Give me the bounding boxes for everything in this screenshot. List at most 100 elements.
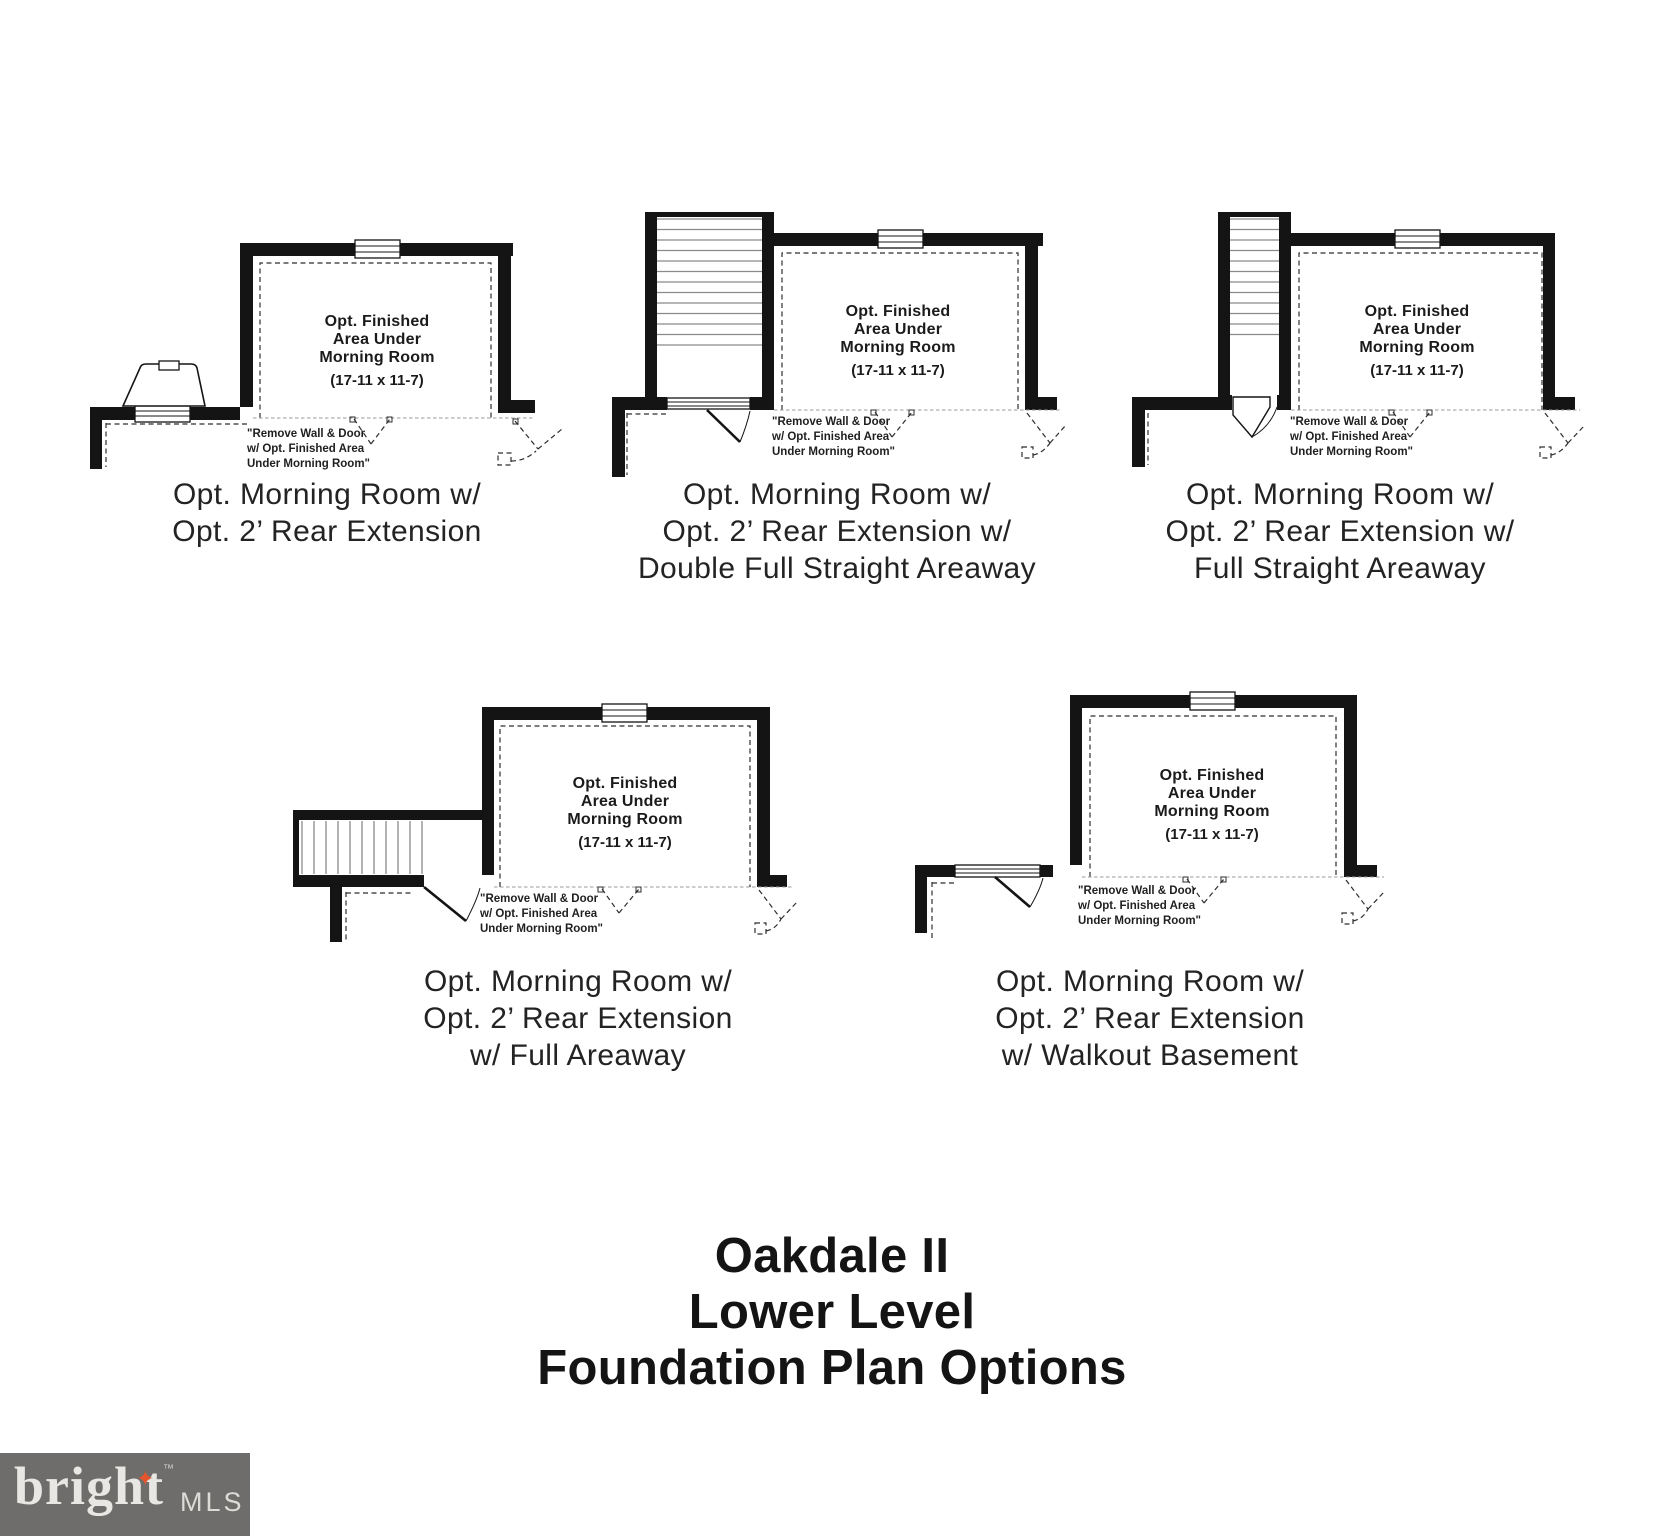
svg-text:Under Morning Room": Under Morning Room" (772, 446, 895, 458)
walkout-slider-icon (954, 864, 1041, 878)
optional-extension-dashed (345, 892, 411, 940)
caption-line: Opt. Morning Room w/ (995, 965, 1305, 998)
floorplan-full-areaway: Opt. Finished Area Under Morning Room (1… (293, 703, 799, 942)
room-inner-dashed (781, 252, 1019, 410)
areaway-bulkhead-icon (121, 360, 206, 407)
caption-full-straight-areaway: Opt. Morning Room w/ Opt. 2’ Rear Extens… (1165, 476, 1514, 587)
logo-brand-text: bright (14, 1456, 165, 1516)
floorplan-rear-extension: Opt. Finished Area Under Morning Room (1… (90, 239, 563, 470)
logo-mls-text: MLS (180, 1487, 245, 1517)
svg-text:(17-11 x 11-7): (17-11 x 11-7) (851, 362, 944, 379)
svg-text:w/ Opt. Finished Area: w/ Opt. Finished Area (479, 908, 598, 920)
room-inner-dashed (1089, 715, 1337, 877)
window-icon (1189, 691, 1236, 711)
stairs (645, 212, 774, 410)
room-label-line1: Opt. Finished (325, 313, 430, 330)
svg-text:Area Under: Area Under (854, 321, 942, 338)
caption-line: Double Full Straight Areaway (637, 552, 1037, 585)
svg-text:Area Under: Area Under (1168, 785, 1256, 802)
svg-text:Under Morning Room": Under Morning Room" (1078, 915, 1201, 927)
svg-text:"Remove Wall & Door: "Remove Wall & Door (247, 428, 366, 440)
caption-line: w/ Full Areaway (469, 1039, 687, 1072)
room-label: Opt. Finished Area Under Morning Room (1… (840, 303, 955, 379)
stair-door-icon (706, 409, 751, 443)
caption-line: Opt. 2’ Rear Extension w/ (662, 515, 1012, 548)
door-swing-center (1388, 409, 1433, 438)
stair-door-icon (1232, 396, 1278, 439)
room-label-line2: Area Under (333, 331, 421, 348)
trademark-symbol: ™ (163, 1463, 174, 1475)
window-icon (877, 229, 924, 249)
caption-walkout-basement: Opt. Morning Room w/ Opt. 2’ Rear Extens… (995, 963, 1305, 1074)
door-swing-center (870, 409, 915, 438)
svg-text:Morning Room: Morning Room (567, 811, 682, 828)
room-inner-dashed (1298, 252, 1543, 410)
svg-text:Area Under: Area Under (1373, 321, 1461, 338)
optional-extension-dashed (931, 882, 955, 940)
door-swing-center (597, 886, 642, 914)
room-label: Opt. Finished Area Under Morning Room (1… (1359, 303, 1474, 379)
stair-door-icon (423, 885, 481, 923)
floorplan-walkout-basement: Opt. Finished Area Under Morning Room (1… (915, 691, 1386, 940)
svg-text:(17-11 x 11-7): (17-11 x 11-7) (1165, 826, 1258, 843)
svg-text:"Remove Wall & Door: "Remove Wall & Door (772, 416, 891, 428)
room-label: Opt. Finished Area Under Morning Room (1… (1154, 767, 1269, 843)
stairs (1218, 212, 1291, 410)
svg-text:Morning Room: Morning Room (1154, 803, 1269, 820)
svg-text:"Remove Wall & Door: "Remove Wall & Door (1078, 885, 1197, 897)
svg-text:w/ Opt. Finished Area: w/ Opt. Finished Area (246, 443, 365, 455)
svg-text:w/ Opt. Finished Area: w/ Opt. Finished Area (771, 431, 890, 443)
door-swing-corner (754, 889, 799, 935)
room-label: Opt. Finished Area Under Morning Room (1… (319, 313, 434, 389)
window-icon (354, 239, 401, 259)
svg-text:"Remove Wall & Door: "Remove Wall & Door (1290, 416, 1409, 428)
remove-wall-note: "Remove Wall & Door w/ Opt. Finished Are… (1289, 416, 1413, 458)
remove-wall-note: "Remove Wall & Door w/ Opt. Finished Are… (246, 428, 370, 470)
svg-text:Under Morning Room": Under Morning Room" (1290, 446, 1413, 458)
caption-line: Full Straight Areaway (1194, 552, 1486, 585)
caption-line: Opt. Morning Room w/ (1185, 478, 1495, 511)
star-icon: ✦ (136, 1467, 155, 1492)
room-inner-dashed (499, 725, 751, 887)
svg-text:(17-11 x 11-7): (17-11 x 11-7) (1370, 362, 1463, 379)
caption-rear-extension: Opt. Morning Room w/ Opt. 2’ Rear Extens… (172, 476, 482, 550)
svg-text:Opt. Finished: Opt. Finished (846, 303, 951, 320)
svg-text:Area Under: Area Under (581, 793, 669, 810)
room-walls (915, 695, 1377, 933)
title-subtitle: Foundation Plan Options (537, 1341, 1127, 1395)
remove-wall-note: "Remove Wall & Door w/ Opt. Finished Are… (479, 893, 603, 935)
window-icon (1394, 229, 1441, 249)
room-walls (330, 707, 787, 942)
door-swing-center (1182, 876, 1227, 904)
svg-text:w/ Opt. Finished Area: w/ Opt. Finished Area (1289, 431, 1408, 443)
caption-line: Opt. 2’ Rear Extension (423, 1002, 733, 1035)
walkout-door-icon (994, 876, 1044, 908)
sheet-title: Oakdale II Lower Level Foundation Plan O… (537, 1228, 1126, 1396)
svg-text:Opt. Finished: Opt. Finished (573, 775, 678, 792)
window-icon (601, 703, 648, 723)
room-walls (612, 233, 1057, 477)
caption-full-areaway: Opt. Morning Room w/ Opt. 2’ Rear Extens… (423, 963, 733, 1074)
svg-text:w/ Opt. Finished Area: w/ Opt. Finished Area (1077, 900, 1196, 912)
caption-line: Opt. 2’ Rear Extension (995, 1002, 1305, 1035)
room-label-line3: Morning Room (319, 349, 434, 366)
caption-line: Opt. Morning Room w/ (172, 478, 482, 511)
caption-line: Opt. 2’ Rear Extension w/ (1165, 515, 1515, 548)
room-dims: (17-11 x 11-7) (330, 372, 423, 389)
svg-text:(17-11 x 11-7): (17-11 x 11-7) (578, 834, 671, 851)
remove-wall-note: "Remove Wall & Door w/ Opt. Finished Are… (771, 416, 895, 458)
basement-window-icon (134, 404, 191, 423)
title-level: Lower Level (688, 1285, 976, 1339)
svg-text:Opt. Finished: Opt. Finished (1160, 767, 1265, 784)
svg-text:Morning Room: Morning Room (1359, 339, 1474, 356)
floorplan-full-straight-areaway: Opt. Finished Area Under Morning Room (1… (1132, 212, 1586, 467)
svg-text:Morning Room: Morning Room (840, 339, 955, 356)
door-swing-corner (1341, 879, 1386, 925)
stairs (293, 810, 482, 887)
brightmls-logo: bright ✦ ™ MLS (0, 1453, 250, 1536)
optional-extension-dashed (626, 413, 667, 475)
floorplan-double-full-straight-areaway: Opt. Finished Area Under Morning Room (1… (612, 212, 1067, 477)
optional-extension-dashed (105, 423, 247, 467)
svg-text:Under Morning Room": Under Morning Room" (247, 458, 370, 470)
